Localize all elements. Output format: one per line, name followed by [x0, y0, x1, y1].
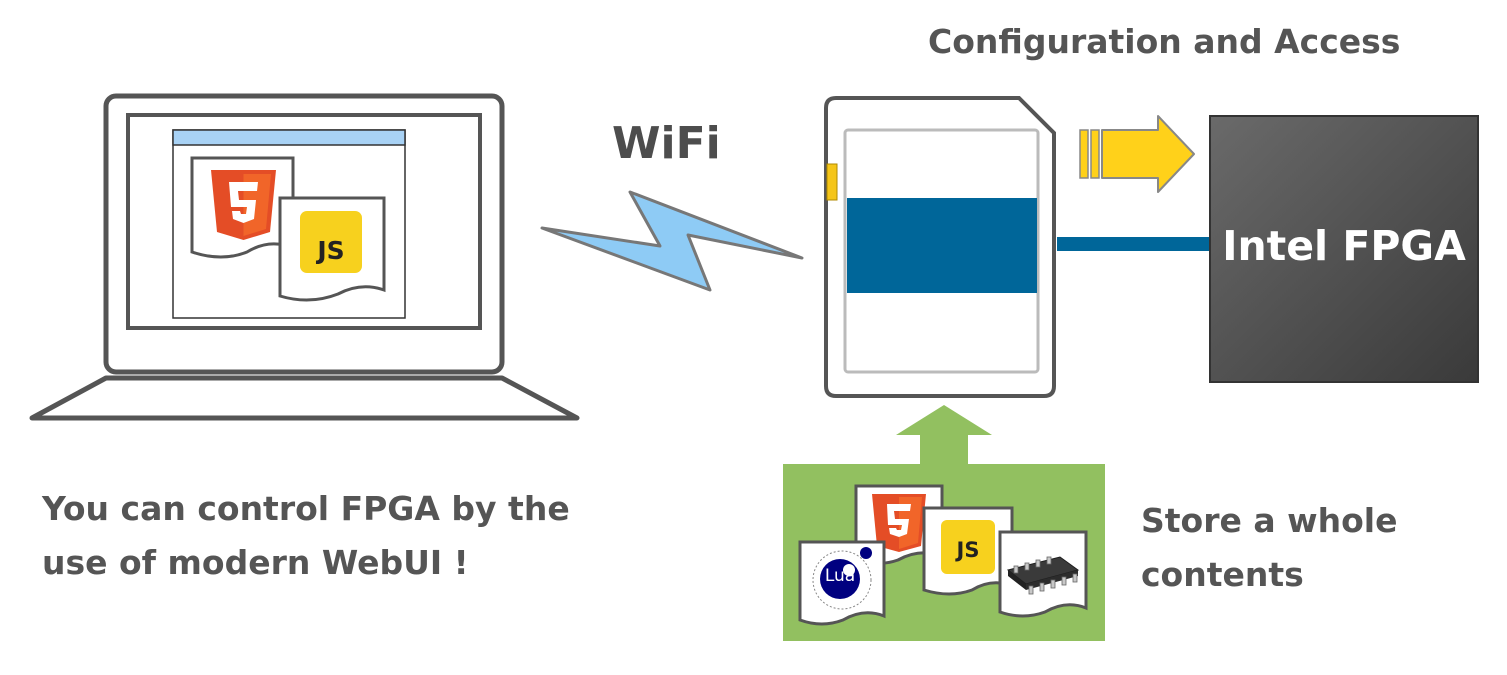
js-badge-text: JS	[317, 236, 345, 265]
html5-icon	[190, 156, 295, 259]
store-caption-line-2: contents	[1141, 555, 1304, 594]
upload-arrow	[896, 405, 992, 466]
control-caption: You can control FPGA by the use of moder…	[42, 482, 570, 590]
intel-fpga-label: Intel FPGA	[1222, 222, 1466, 270]
access-arrow	[1079, 115, 1195, 193]
control-caption-line-2: use of modern WebUI !	[42, 543, 469, 582]
sd-card-icon	[824, 96, 1056, 398]
wifi-label: WiFi	[612, 118, 721, 169]
lightning-bolt-icon	[540, 190, 804, 292]
ic-chip-icon	[998, 530, 1088, 618]
control-caption-line-1: You can control FPGA by the	[42, 489, 570, 528]
data-bus-line	[1057, 237, 1212, 251]
js-badge-text-small: JS	[956, 538, 980, 562]
store-caption-line-1: Store a whole	[1141, 501, 1398, 540]
config-access-label: Configuration and Access	[928, 22, 1401, 61]
lua-icon	[798, 540, 886, 626]
fpga-box	[1209, 115, 1479, 383]
lua-badge-text: Lua	[824, 566, 856, 586]
store-caption: Store a whole contents	[1141, 494, 1397, 602]
javascript-icon	[278, 196, 386, 302]
javascript-icon-small	[922, 506, 1014, 596]
